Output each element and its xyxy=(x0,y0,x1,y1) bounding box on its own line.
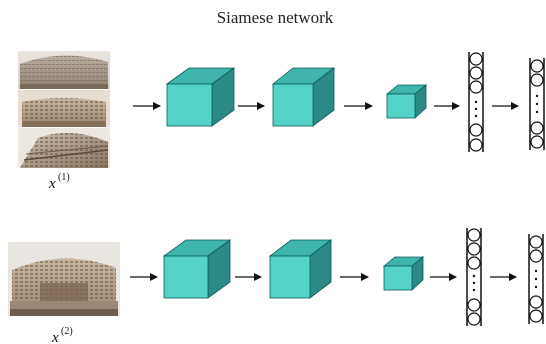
branch-bottom: x (2) xyxy=(8,228,544,344)
feature-vector-icon xyxy=(529,58,545,150)
input-sup-x1: (1) xyxy=(58,172,70,183)
conv-block-2 xyxy=(268,239,333,299)
branch-top: x (1) xyxy=(18,51,545,192)
conv-block-1 xyxy=(165,67,236,127)
conv-block-3 xyxy=(382,256,425,291)
feature-vector-icon xyxy=(468,52,484,152)
input-sup-x2: (2) xyxy=(61,326,73,337)
input-image-x1 xyxy=(18,51,110,168)
diagram-title: Siamese network xyxy=(217,8,334,27)
input-image-x2 xyxy=(8,242,120,316)
conv-block-1 xyxy=(162,239,232,299)
conv-block-2 xyxy=(271,67,336,127)
conv-block-3 xyxy=(385,84,428,119)
feature-vector-icon xyxy=(528,234,544,324)
input-label-x2: x xyxy=(51,330,59,344)
input-label-x1: x xyxy=(48,176,56,192)
feature-vector-icon xyxy=(466,228,482,326)
